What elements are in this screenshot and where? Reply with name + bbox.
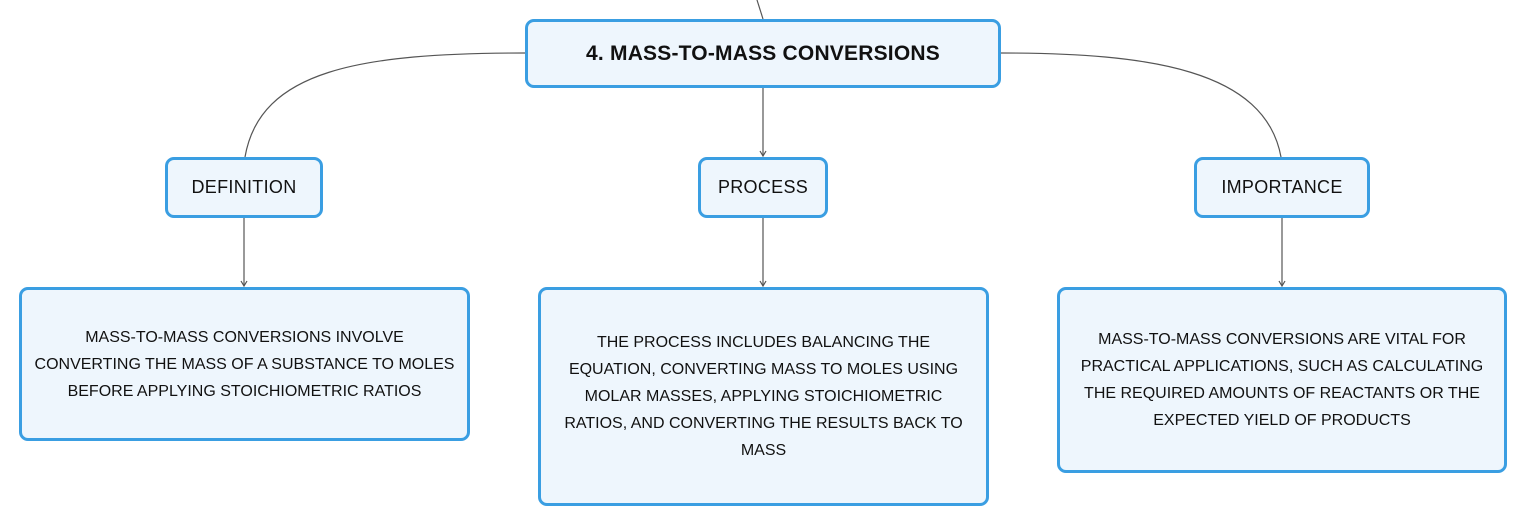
branch-node-definition-label: DEFINITION xyxy=(191,177,297,197)
connector-root-importance xyxy=(1000,52,1282,158)
detail-node-importance[interactable]: MASS-TO-MASS CONVERSIONS ARE VITAL FOR P… xyxy=(1057,287,1507,473)
root-node-label: 4. MASS-TO-MASS CONVERSIONS xyxy=(586,41,940,65)
detail-node-definition[interactable]: MASS-TO-MASS CONVERSIONS INVOLVE CONVERT… xyxy=(19,287,470,441)
root-node[interactable]: 4. MASS-TO-MASS CONVERSIONS xyxy=(525,19,1001,88)
detail-node-process-text: THE PROCESS INCLUDES BALANCING THE EQUAT… xyxy=(564,334,963,459)
detail-node-definition-text: MASS-TO-MASS CONVERSIONS INVOLVE CONVERT… xyxy=(34,328,455,400)
parent-connector xyxy=(756,0,764,20)
branch-node-process-label: PROCESS xyxy=(717,177,809,197)
branch-node-definition[interactable]: DEFINITION xyxy=(165,157,323,218)
branch-node-process[interactable]: PROCESS xyxy=(698,157,828,218)
detail-node-process[interactable]: THE PROCESS INCLUDES BALANCING THE EQUAT… xyxy=(538,287,989,506)
branch-node-importance[interactable]: IMPORTANCE xyxy=(1194,157,1370,218)
detail-node-importance-text: MASS-TO-MASS CONVERSIONS ARE VITAL FOR P… xyxy=(1080,331,1484,429)
connector-root-definition xyxy=(244,52,526,158)
branch-node-importance-label: IMPORTANCE xyxy=(1221,177,1343,197)
